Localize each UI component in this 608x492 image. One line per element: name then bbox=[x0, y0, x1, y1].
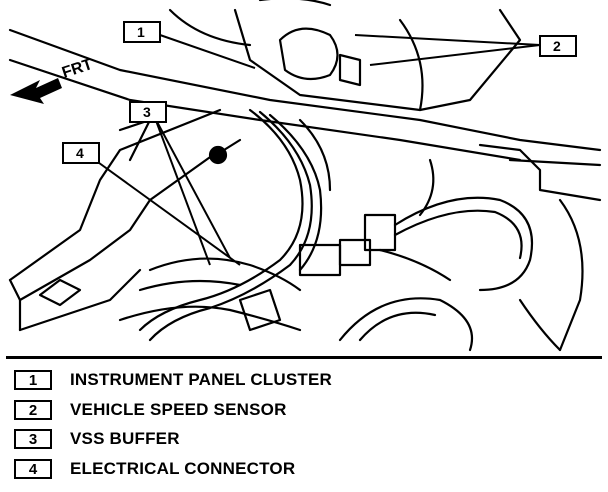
legend-label: VSS BUFFER bbox=[70, 429, 180, 448]
wire-harness bbox=[138, 108, 304, 332]
dash-lower-edge bbox=[8, 58, 522, 162]
callout-3: 3 bbox=[129, 101, 167, 123]
frt-label: FRT bbox=[60, 56, 95, 82]
legend-number: 3 bbox=[14, 429, 52, 449]
legend-label: INSTRUMENT PANEL CLUSTER bbox=[70, 370, 333, 389]
connector-block-a bbox=[298, 243, 342, 277]
svg-text:1: 1 bbox=[137, 24, 145, 40]
svg-text:3: 3 bbox=[143, 104, 151, 120]
legend-divider bbox=[6, 356, 602, 359]
lower-component bbox=[338, 297, 474, 352]
left-frame bbox=[8, 108, 222, 282]
legend-number: 1 bbox=[14, 370, 52, 390]
legend-label: VEHICLE SPEED SENSOR bbox=[70, 399, 287, 419]
callout-1: 1 bbox=[123, 21, 161, 43]
legend-label: ELECTRICAL CONNECTOR bbox=[70, 458, 296, 478]
callout-2: 2 bbox=[539, 35, 577, 57]
cluster-housing bbox=[233, 8, 522, 112]
legend-number: 2 bbox=[14, 399, 52, 420]
svg-text:4: 4 bbox=[76, 145, 84, 161]
dash-upper-edge bbox=[8, 28, 602, 152]
bolt bbox=[208, 145, 228, 165]
svg-text:2: 2 bbox=[553, 38, 561, 54]
legend-number: 4 bbox=[14, 458, 52, 479]
callout-4: 4 bbox=[62, 142, 100, 164]
vss-location-diagram: FRT 1 2 3 4 bbox=[8, 0, 602, 352]
right-panel bbox=[478, 143, 602, 202]
